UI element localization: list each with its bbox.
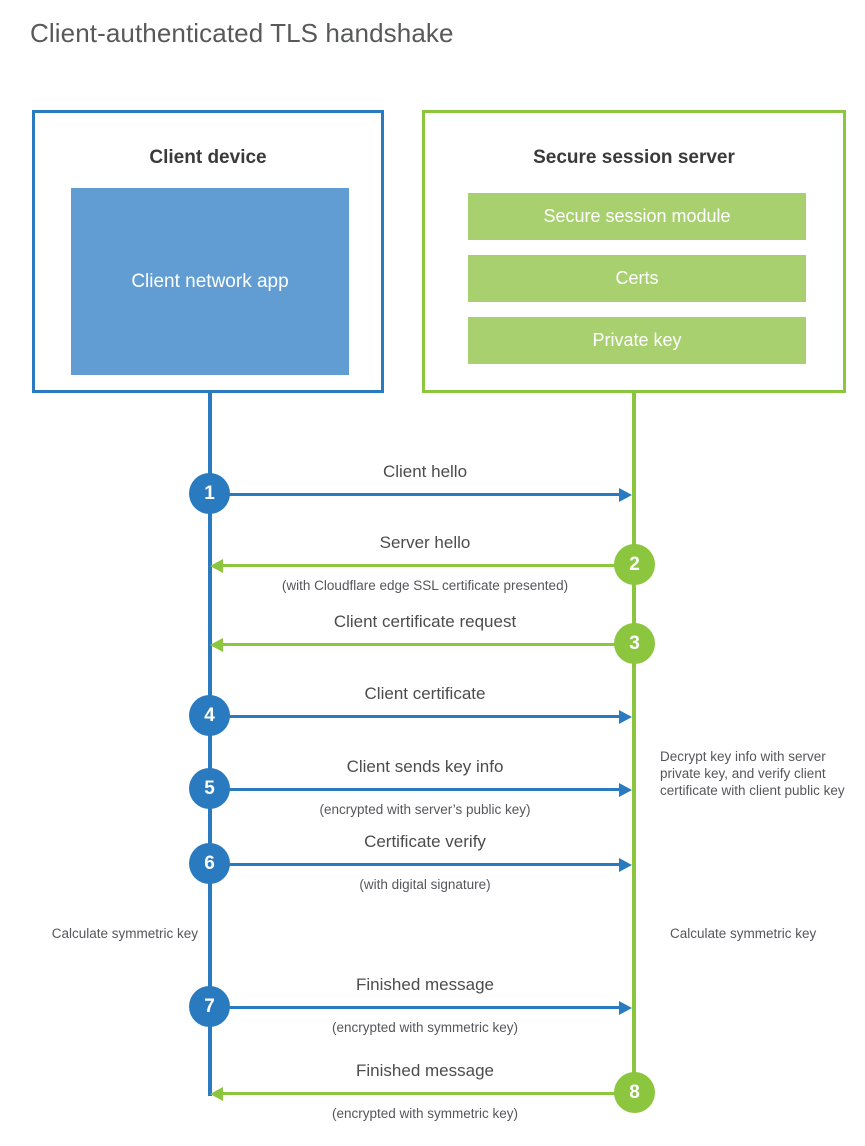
server-component-private-key: Private key (468, 317, 806, 364)
message-sublabel-2: (with Cloudflare edge SSL certificate pr… (281, 578, 569, 593)
arrow-head-5 (619, 782, 632, 797)
server-lifeline (632, 393, 636, 1092)
arrow-head-8 (210, 1086, 223, 1101)
message-label-4: Client certificate (364, 684, 486, 703)
step-circle-4: 4 (189, 695, 230, 736)
message-sublabel-7: (encrypted with symmetric key) (331, 1020, 519, 1035)
arrow-head-2 (210, 558, 223, 573)
arrow-line-1 (210, 493, 619, 496)
page-title: Client-authenticated TLS handshake (30, 18, 454, 48)
arrow-head-1 (619, 487, 632, 502)
server-component-certs: Certs (468, 255, 806, 302)
step-circle-1: 1 (189, 473, 230, 514)
message-sublabel-5: (encrypted with server’s public key) (319, 802, 531, 817)
arrow-head-4 (619, 709, 632, 724)
message-label-5: Client sends key info (346, 757, 504, 776)
arrow-line-3 (223, 643, 634, 646)
arrow-line-6 (210, 863, 619, 866)
step-circle-6: 6 (189, 843, 230, 884)
arrow-head-3 (210, 637, 223, 652)
step-circle-7: 7 (189, 986, 230, 1027)
note-decrypt-key-info: Decrypt key info with server private key… (660, 749, 845, 798)
step-circle-5: 5 (189, 768, 230, 809)
arrow-line-7 (210, 1006, 619, 1009)
message-label-1: Client hello (382, 462, 468, 481)
arrow-head-7 (619, 1000, 632, 1015)
client-device-title: Client device (149, 147, 267, 168)
client-network-app-block: Client network app (71, 188, 349, 375)
step-circle-2: 2 (614, 544, 655, 585)
message-label-6: Certificate verify (364, 832, 486, 851)
note-calculate-symmetric-key-server: Calculate symmetric key (670, 926, 817, 941)
secure-session-server-title: Secure session server (533, 147, 735, 168)
arrow-line-8 (223, 1092, 634, 1095)
arrow-line-4 (210, 715, 619, 718)
client-lifeline (208, 393, 212, 1096)
step-circle-3: 3 (614, 623, 655, 664)
message-label-2: Server hello (379, 533, 471, 552)
message-label-8: Finished message (356, 1061, 494, 1080)
arrow-line-2 (223, 564, 634, 567)
client-device-box: Client device Client network app (32, 110, 384, 393)
arrow-head-6 (619, 857, 632, 872)
message-sublabel-6: (with digital signature) (359, 877, 491, 892)
secure-session-server-box: Secure session server Secure session mod… (422, 110, 846, 393)
step-circle-8: 8 (614, 1072, 655, 1113)
arrow-line-5 (210, 788, 619, 791)
message-label-7: Finished message (356, 975, 494, 994)
message-label-3: Client certificate request (333, 612, 517, 631)
message-sublabel-8: (encrypted with symmetric key) (331, 1106, 519, 1121)
server-component-secure-session-module: Secure session module (468, 193, 806, 240)
note-calculate-symmetric-key-client: Calculate symmetric key (51, 926, 198, 941)
